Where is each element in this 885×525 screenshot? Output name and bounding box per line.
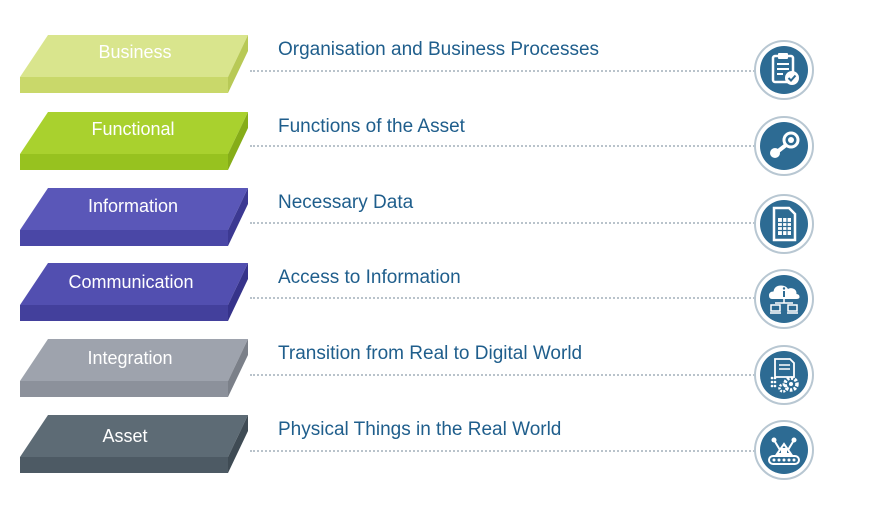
- layer-label-integration: Integration: [87, 348, 173, 368]
- layer-label-communication: Communication: [68, 272, 194, 292]
- icon-badge: [754, 40, 814, 100]
- connector-line: [250, 70, 755, 72]
- layer-row-information: Information Necessary Data: [0, 186, 885, 262]
- layer-row-asset: Asset Physical Things in the Real World: [0, 413, 885, 489]
- layer-slab-asset: [20, 415, 248, 473]
- icon-badge: [754, 269, 814, 329]
- layer-label-functional: Functional: [91, 119, 175, 139]
- layer-description-business: Organisation and Business Processes: [278, 39, 600, 60]
- icon-badge: [754, 194, 814, 254]
- robot-conveyor-icon: [768, 437, 800, 465]
- layer-slab-communication: [20, 263, 248, 321]
- connector-line: [250, 297, 755, 299]
- layer-slab-information: [20, 188, 248, 246]
- binary-gears-icon: [770, 358, 799, 393]
- layer-row-integration: Integration Transition from Real to Digi…: [0, 337, 885, 413]
- layer-row-communication: Communication Access to Information: [0, 261, 885, 337]
- layer-slab-integration: [20, 339, 248, 397]
- layer-label-asset: Asset: [102, 426, 148, 446]
- connector-line: [250, 374, 755, 376]
- layer-description-integration: Transition from Real to Digital World: [278, 343, 583, 364]
- layer-description-information: Necessary Data: [278, 192, 414, 213]
- icon-badge: [754, 420, 814, 480]
- icon-badge: [754, 345, 814, 405]
- clipboard-check-icon: [771, 53, 799, 85]
- layer-slab-business: [20, 35, 248, 93]
- connector-line: [250, 450, 755, 452]
- steam-linkage-icon: [770, 131, 800, 158]
- connector-line: [250, 222, 755, 224]
- layer-description-asset: Physical Things in the Real World: [278, 419, 562, 440]
- layer-row-functional: Functional Functions of the Asset: [0, 110, 885, 186]
- layer-slab-functional: [20, 112, 248, 170]
- layer-row-business: Business Organisation and Business Proce…: [0, 33, 885, 109]
- spreadsheet-icon: [772, 206, 797, 242]
- connector-line: [250, 145, 755, 147]
- cloud-info-network-icon: [769, 285, 800, 314]
- icon-badge: [754, 116, 814, 176]
- layer-label-business: Business: [98, 42, 172, 62]
- layer-label-information: Information: [87, 196, 179, 216]
- layer-description-functional: Functions of the Asset: [278, 116, 465, 137]
- layer-description-communication: Access to Information: [278, 267, 461, 288]
